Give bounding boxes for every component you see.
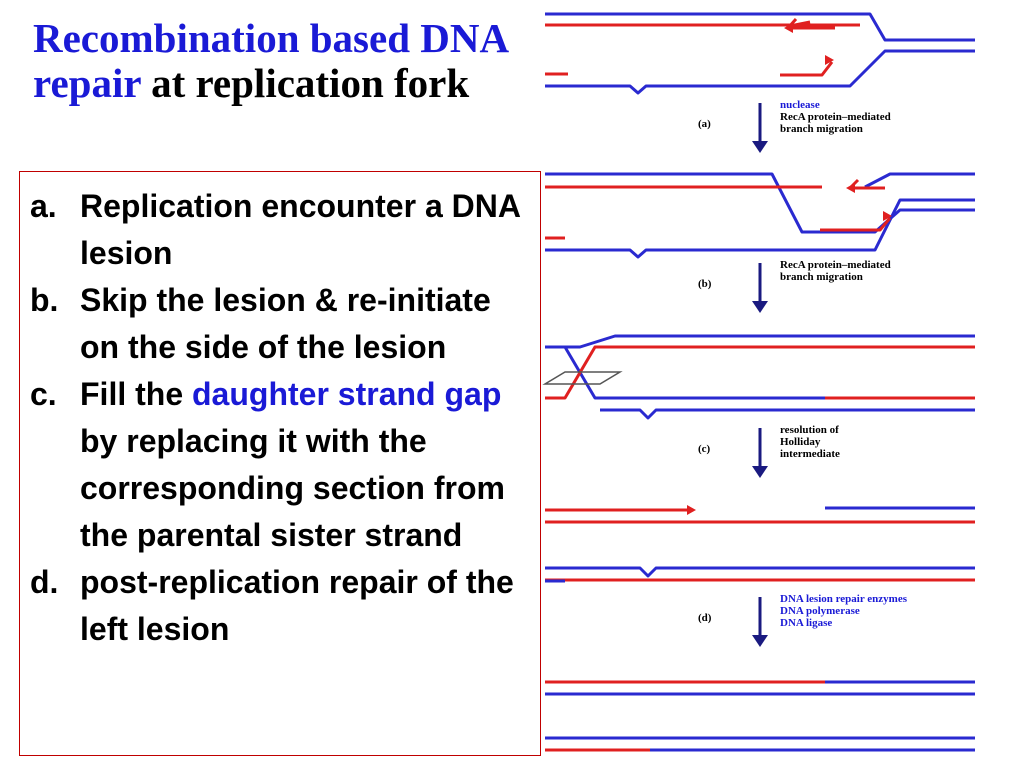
step-text: by replacing it with the corresponding s… <box>80 423 505 553</box>
step-label: (a) <box>698 118 711 130</box>
steps-list: a. Replication encounter a DNA lesion b. Sk… <box>30 183 535 653</box>
step-arrowhead <box>752 466 768 478</box>
step-description: DNA lesion repair enzymes <box>780 593 908 605</box>
nascent-strand-bottom <box>820 217 892 232</box>
step-item: a. Replication encounter a DNA lesion <box>30 183 535 277</box>
step-letter: c. <box>30 376 57 412</box>
title-highlight: Recombination based DNA repair <box>33 15 507 106</box>
nascent-arrowhead <box>846 183 855 193</box>
step-description: intermediate <box>780 448 840 460</box>
parental-strand-bottom <box>545 49 975 95</box>
step-text: Skip the lesion & re-initiate on the sid… <box>80 282 491 365</box>
parental-strand-bottom <box>545 198 975 259</box>
step-description: DNA polymerase <box>780 605 860 617</box>
nascent-arrowhead <box>825 55 834 65</box>
step-item: c. Fill the daughter strand gap by replac… <box>30 371 535 559</box>
nascent-arrowhead <box>784 23 793 33</box>
nascent-arrowhead <box>687 505 696 515</box>
step-text: Replication encounter a DNA lesion <box>80 188 520 271</box>
step-label: (d) <box>698 612 712 624</box>
parental-strand-top-right <box>864 172 975 189</box>
step-letter: d. <box>30 564 59 600</box>
parental-strand-top <box>545 12 975 42</box>
highlighted-text: daughter strand gap <box>192 376 502 412</box>
step-letter: a. <box>30 188 57 224</box>
step-description: resolution of <box>780 424 839 436</box>
step-item: d. post-replication repair of the left le… <box>30 559 535 653</box>
step-item: b. Skip the lesion & re-initiate on the s… <box>30 277 535 371</box>
parental-strand-top <box>565 334 975 349</box>
step-label: (c) <box>698 443 711 455</box>
steps-box: a. Replication encounter a DNA lesion b. Sk… <box>19 171 541 756</box>
step-text: Fill the <box>80 376 192 412</box>
parental-strand-bottom <box>545 566 975 578</box>
step-text: post-replication repair of the left lesi… <box>80 564 514 647</box>
step-description: branch migration <box>780 271 863 283</box>
step-letter: b. <box>30 282 59 318</box>
step-arrowhead <box>752 141 768 153</box>
step-description: RecA protein–mediated <box>780 111 891 123</box>
junction-plane <box>542 371 623 385</box>
step-arrowhead <box>752 301 768 313</box>
parental-strand-top <box>545 172 975 234</box>
title-rest: at replication fork <box>140 60 470 106</box>
step-description: DNA ligase <box>780 617 832 629</box>
nascent-arrowhead <box>883 211 892 221</box>
step-description: Holliday <box>780 436 821 448</box>
nascent-strand-bottom <box>780 61 834 77</box>
step-label: (b) <box>698 278 712 290</box>
nascent-strand-top <box>848 178 885 190</box>
slide-title: Recombination based DNA repair at replic… <box>33 16 533 106</box>
daughter-strand-top-kink <box>794 20 811 27</box>
parental-strand-lower <box>600 408 975 420</box>
step-description: branch migration <box>780 123 863 135</box>
step-description: RecA protein–mediated <box>780 259 891 271</box>
step-description: nuclease <box>780 99 820 111</box>
step-arrowhead <box>752 635 768 647</box>
